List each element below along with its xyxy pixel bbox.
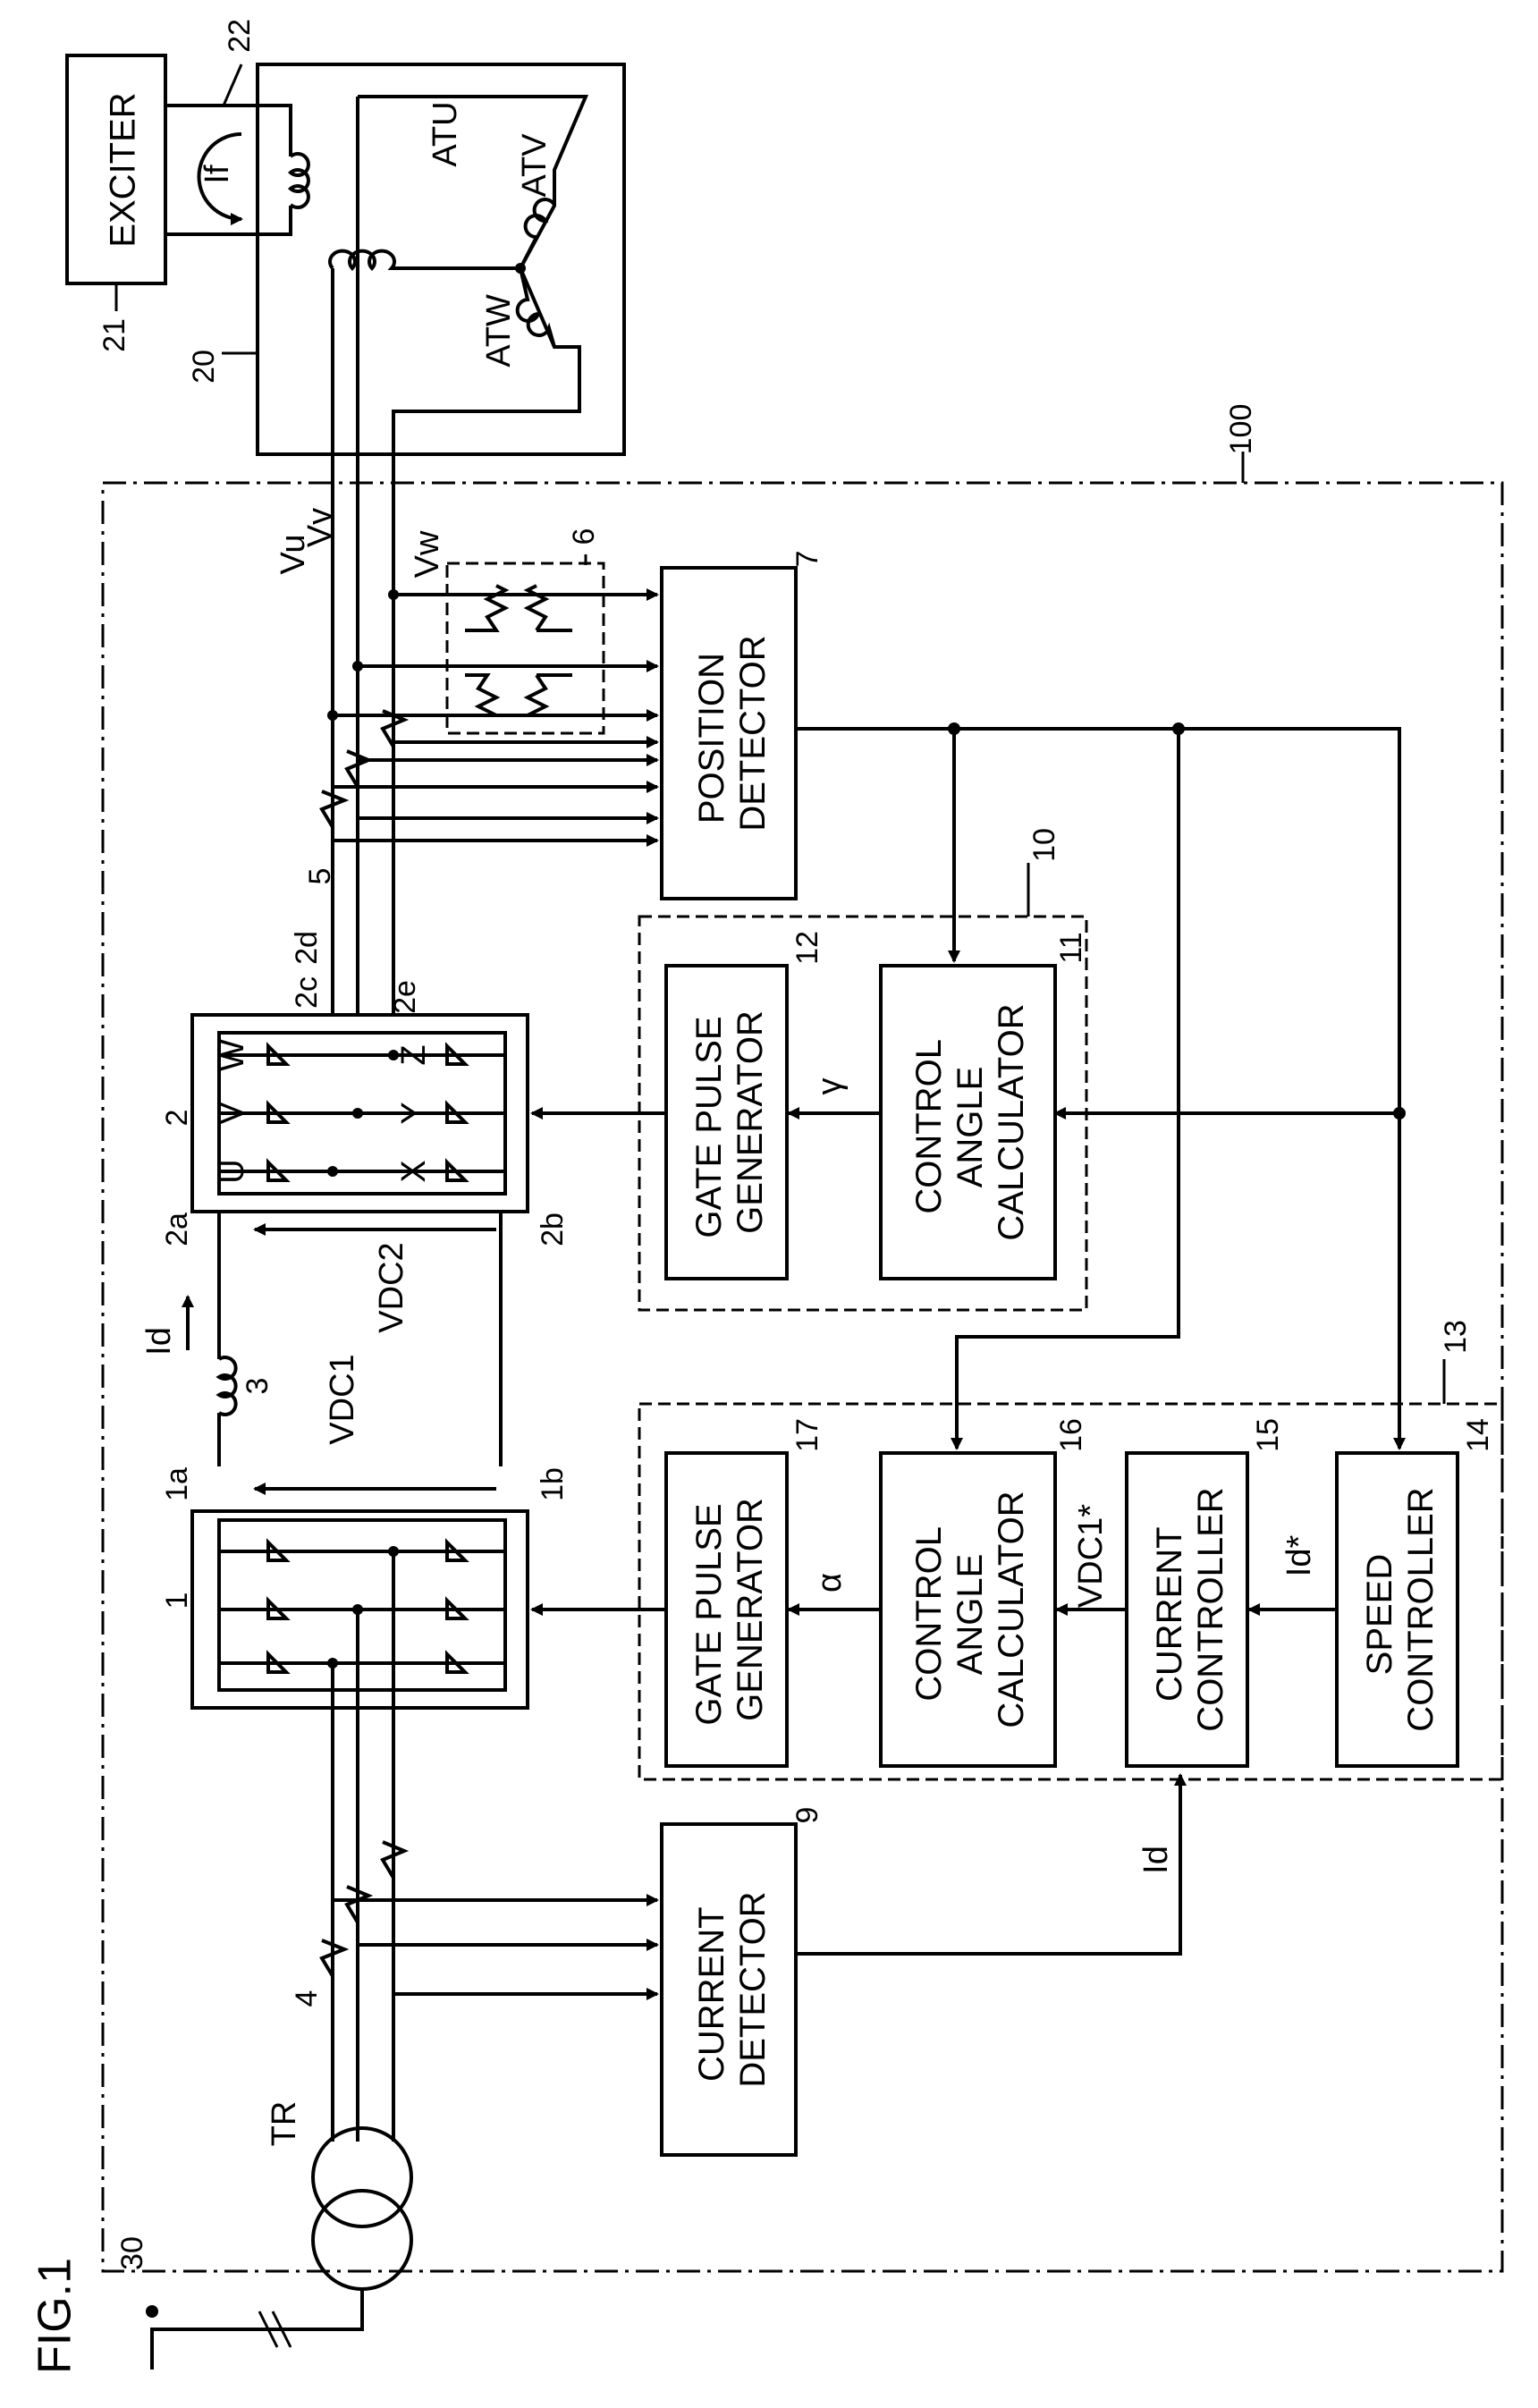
ref-13: 13 — [1439, 1320, 1473, 1354]
phase-u: U — [214, 1159, 251, 1183]
ref-6: 6 — [567, 528, 601, 545]
phase-w: W — [214, 1039, 251, 1071]
id-feedback-label: Id — [1137, 1846, 1175, 1874]
phase-z: Z — [395, 1044, 433, 1065]
ref-1: 1 — [160, 1593, 194, 1610]
ref-1a: 1a — [160, 1467, 194, 1501]
ref-2a: 2a — [160, 1212, 194, 1246]
alpha-label: α — [811, 1573, 849, 1593]
ref-5: 5 — [303, 868, 337, 885]
ref-1b: 1b — [536, 1467, 570, 1501]
atw-label: ATW — [480, 294, 518, 368]
phase-v: V — [214, 1102, 251, 1125]
dc-reactor-3 — [219, 1357, 236, 1415]
tr-label: TR — [266, 2101, 303, 2147]
ref-20: 20 — [187, 350, 221, 384]
ref-14: 14 — [1461, 1418, 1495, 1452]
neutral-point — [515, 263, 526, 274]
ref-10: 10 — [1027, 828, 1061, 862]
ref-11: 11 — [1054, 932, 1088, 963]
ref-16: 16 — [1054, 1418, 1088, 1452]
ref-7: 7 — [790, 551, 824, 568]
ref-30: 30 — [115, 2236, 149, 2270]
id-feedback — [796, 1775, 1180, 1954]
id-star-label: Id* — [1280, 1535, 1318, 1577]
phase-y: Y — [395, 1102, 433, 1124]
id-top-label: Id — [140, 1327, 178, 1356]
vw-label: Vw — [409, 530, 446, 578]
transformer-tr-winding-1 — [313, 2128, 411, 2226]
ref-2b: 2b — [536, 1212, 570, 1246]
ref-2d: 2d — [290, 931, 324, 965]
voltage-transformer-6 — [447, 563, 604, 733]
atv-label: ATV — [516, 133, 554, 198]
atu-label: ATU — [427, 101, 464, 166]
ref-4: 4 — [290, 1990, 324, 2007]
ref-15: 15 — [1251, 1418, 1285, 1452]
exciter-label: EXCITER — [104, 92, 143, 247]
ref-100: 100 — [1224, 404, 1258, 455]
ref-17: 17 — [790, 1418, 824, 1452]
phase-x: X — [395, 1160, 433, 1182]
if-label: If — [199, 165, 236, 184]
vdc1-label: VDC1 — [324, 1354, 361, 1444]
gamma-label: γ — [811, 1078, 849, 1095]
ref-2c: 2c — [290, 976, 324, 1009]
ref-2e: 2e — [388, 980, 422, 1014]
ref-9: 9 — [790, 1807, 824, 1824]
vdc2-label: VDC2 — [373, 1242, 410, 1332]
ref-22: 22 — [223, 19, 257, 53]
figure-label: FIG.1 — [30, 2258, 81, 2374]
ref-2: 2 — [160, 1110, 194, 1127]
vv-label: Vv — [301, 508, 339, 547]
ref-21: 21 — [97, 318, 131, 352]
transformer-tr-winding-2 — [313, 2191, 411, 2289]
ref-3: 3 — [241, 1378, 275, 1395]
vdc1-star-label: VDC1* — [1072, 1504, 1110, 1608]
ref-12: 12 — [790, 931, 824, 965]
